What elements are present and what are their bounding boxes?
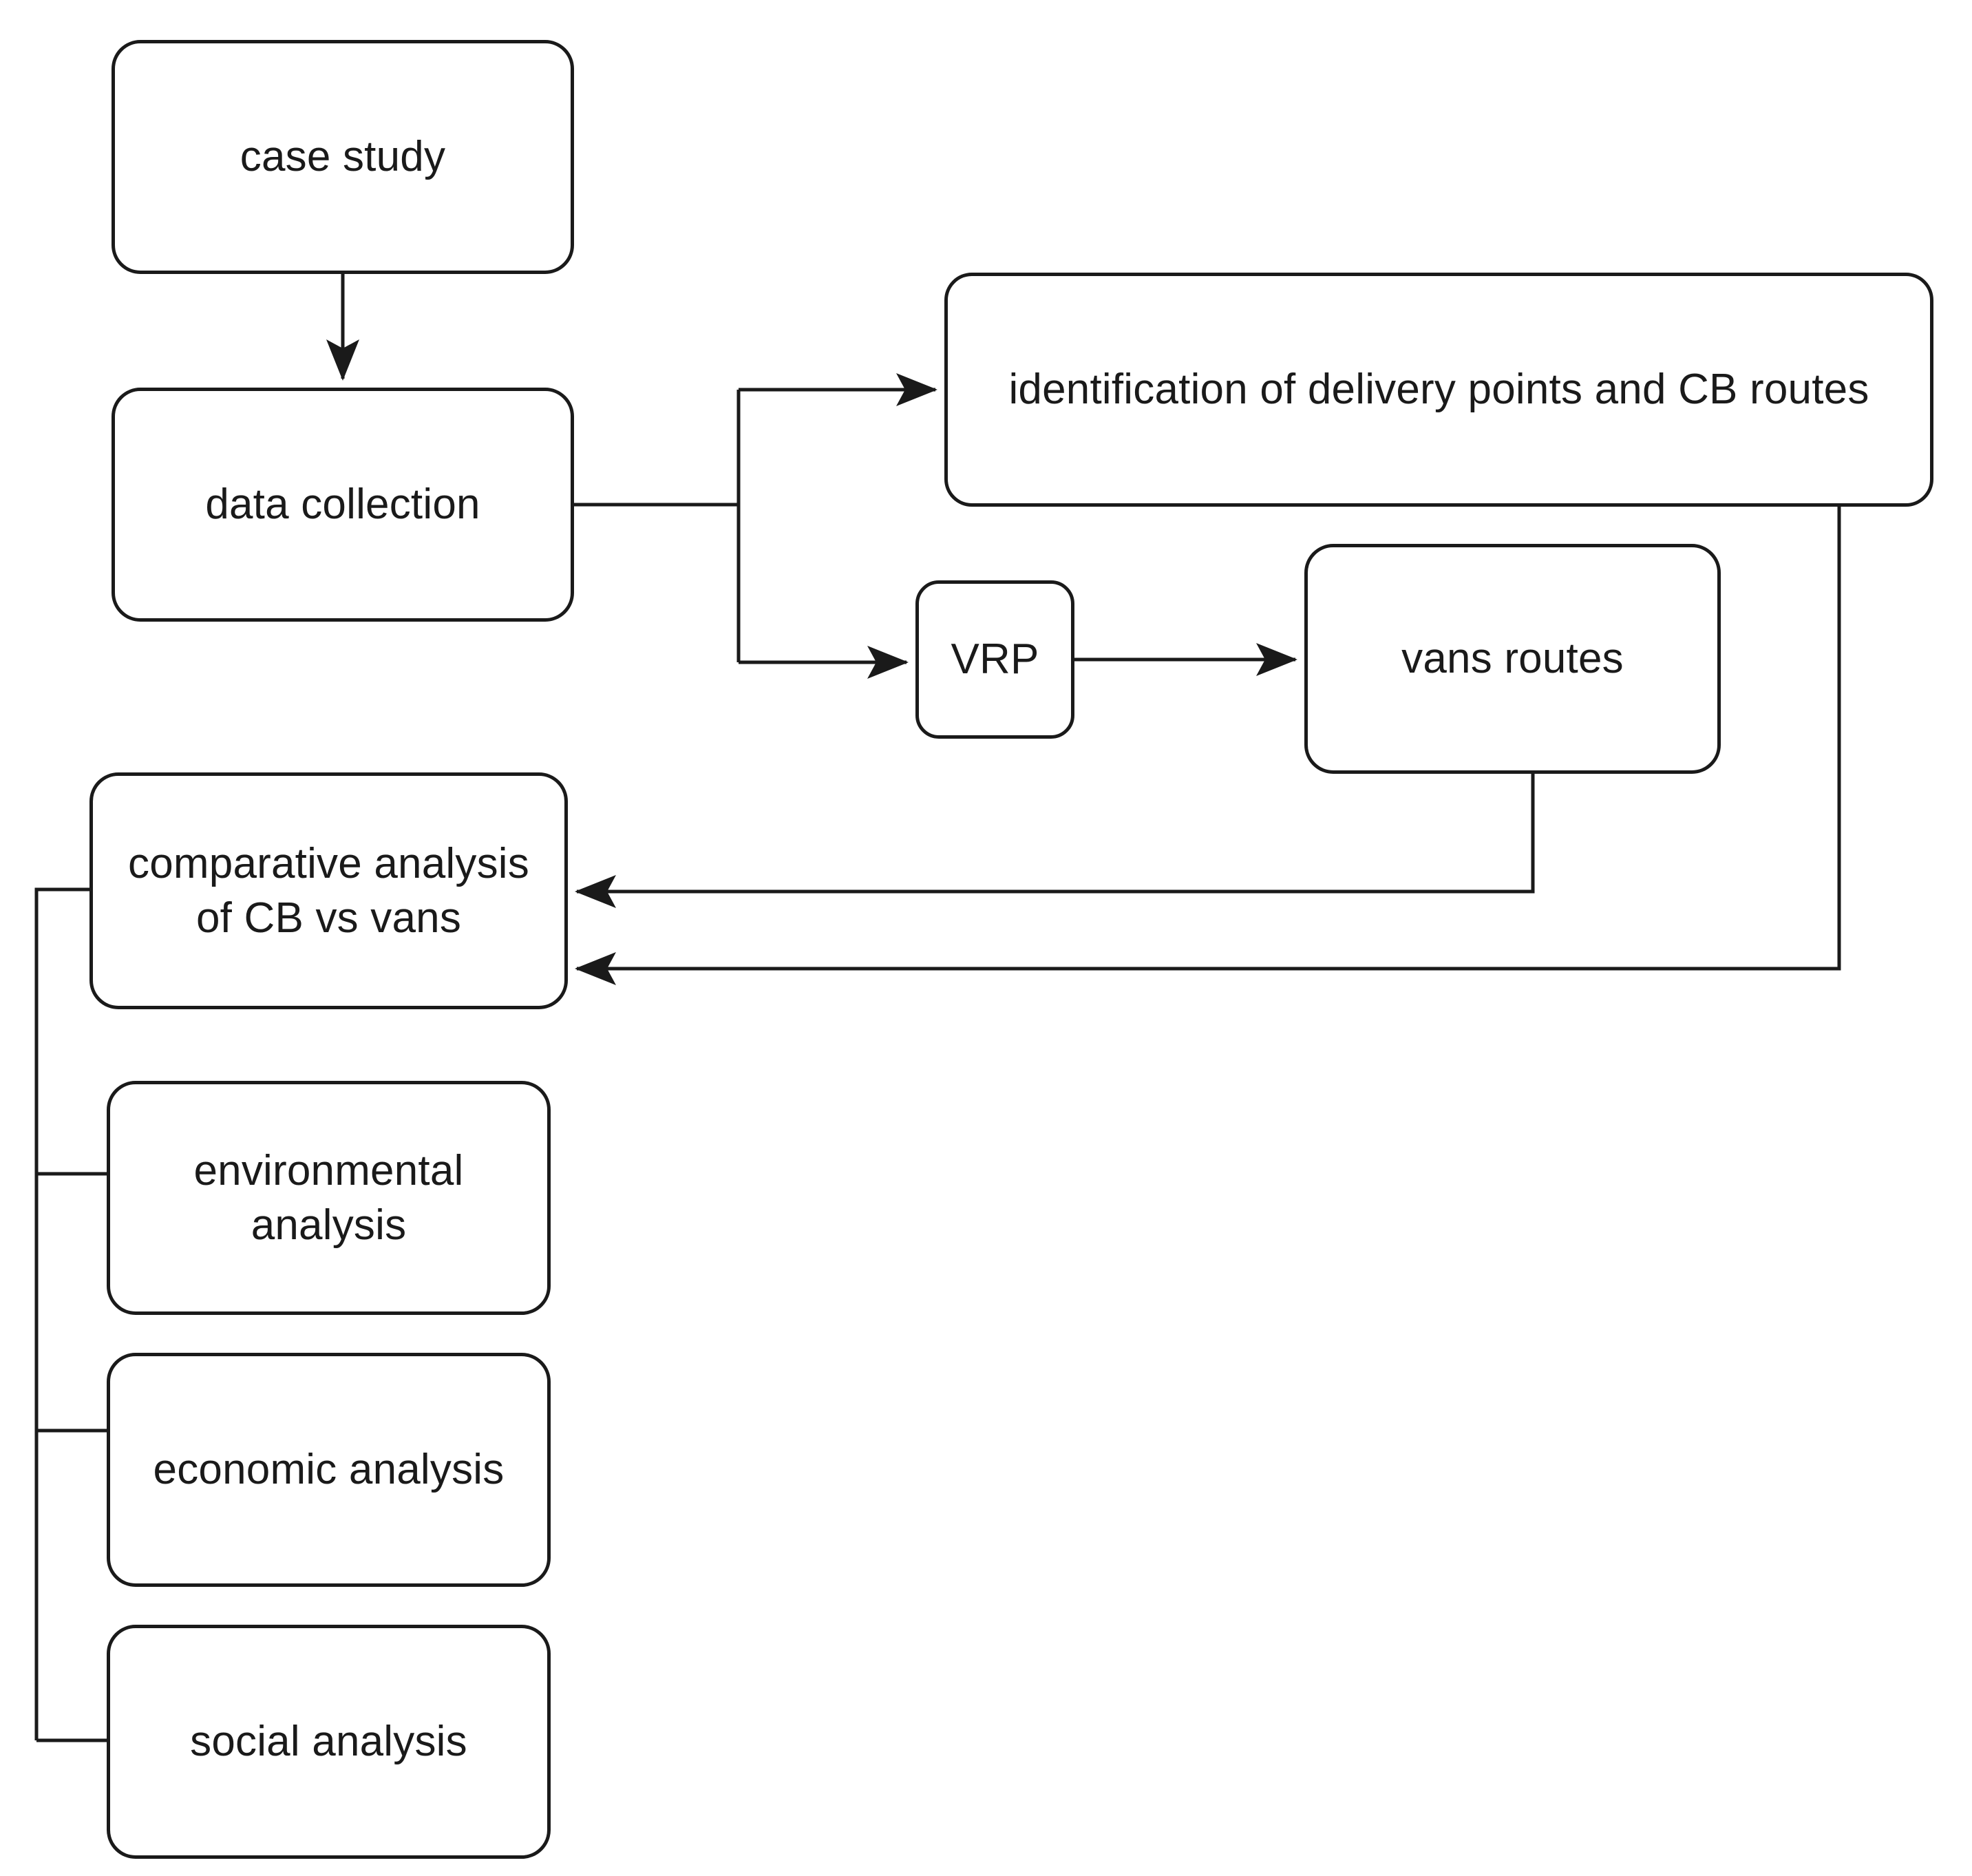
node-economic-analysis-label: economic analysis <box>153 1446 505 1494</box>
node-social-analysis-label: social analysis <box>190 1718 467 1766</box>
node-environmental-analysis-label: environmental analysis <box>193 1146 464 1249</box>
node-comparative-analysis[interactable]: comparative analysis of CB vs vans <box>89 772 568 1009</box>
node-environmental-analysis[interactable]: environmental analysis <box>107 1081 551 1315</box>
node-identification-of-delivery-points[interactable]: identification of delivery points and CB… <box>944 273 1933 507</box>
node-vrp-label: VRP <box>951 635 1039 684</box>
edge-identification-to-comparative <box>574 507 1841 985</box>
node-social-analysis[interactable]: social analysis <box>107 1625 551 1859</box>
node-vans-routes[interactable]: vans routes <box>1304 544 1721 774</box>
node-data-collection-label: data collection <box>205 481 480 529</box>
edge-comparative-left-stub <box>34 887 89 1740</box>
node-identification-label: identification of delivery points and CB… <box>1008 366 1869 414</box>
node-vrp[interactable]: VRP <box>915 580 1074 739</box>
edge-vans-routes-to-comparative <box>574 774 1535 908</box>
node-case-study-label: case study <box>240 133 446 181</box>
node-case-study[interactable]: case study <box>112 40 574 274</box>
node-comparative-analysis-label: comparative analysis of CB vs vans <box>128 839 529 942</box>
node-vans-routes-label: vans routes <box>1401 635 1624 683</box>
node-data-collection[interactable]: data collection <box>112 388 574 622</box>
node-economic-analysis[interactable]: economic analysis <box>107 1353 551 1587</box>
